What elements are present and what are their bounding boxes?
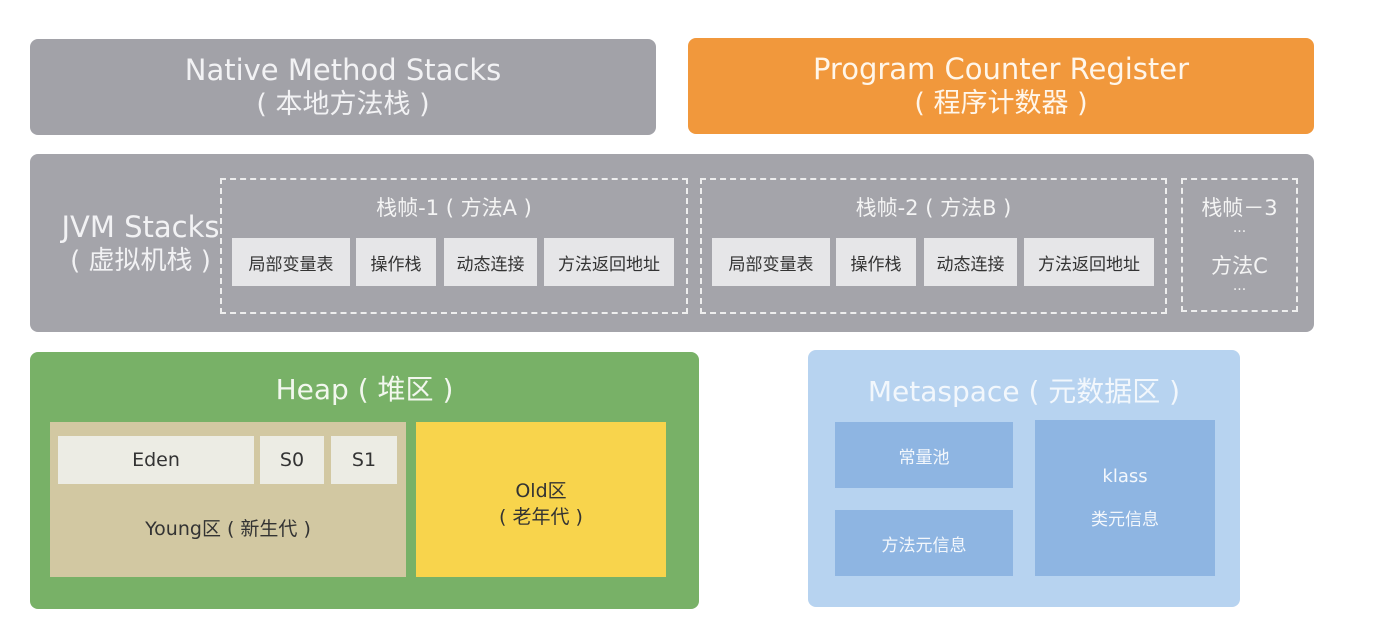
constant-pool-label: 常量池 [898, 447, 950, 468]
heap-title: Heap ( 堆区 ) [275, 373, 454, 406]
native-method-stacks-subtitle: ( 本地方法栈 ) [256, 89, 430, 120]
stack-frame-2: 栈帧-2 ( 方法B ) 局部变量表 操作栈 动态连接 方法返回地址 [700, 178, 1167, 314]
local-variable-table: 局部变量表 [712, 238, 830, 286]
program-counter-register-title: Program Counter Register [812, 52, 1190, 86]
jvm-stacks-subtitle: ( 虚拟机栈 ) [70, 246, 211, 276]
method-metadata-label: 方法元信息 [881, 535, 967, 556]
klass-metadata: klass 类元信息 [1035, 420, 1215, 576]
operand-stack: 操作栈 [836, 238, 916, 286]
jvm-stacks-box: JVM Stacks ( 虚拟机栈 ) 栈帧-1 ( 方法A ) 局部变量表 操… [30, 154, 1314, 332]
operand-stack: 操作栈 [356, 238, 436, 286]
constant-pool: 常量池 [835, 422, 1013, 488]
young-generation: Eden S0 S1 Young区 ( 新生代 ) [50, 422, 406, 577]
young-generation-label: Young区 ( 新生代 ) [145, 518, 311, 540]
dynamic-linking: 动态连接 [444, 238, 537, 286]
return-address: 方法返回地址 [544, 238, 674, 286]
local-variable-table: 局部变量表 [232, 238, 350, 286]
eden-space: Eden [58, 436, 254, 484]
stack-frame-3-title: 栈帧－3 [1201, 196, 1278, 220]
stack-frame-3-ellipsis-bottom: ... [1232, 278, 1247, 294]
stack-frame-3-method: 方法C [1211, 254, 1268, 278]
old-generation-sublabel: ( 老年代 ) [499, 506, 583, 528]
klass-label: klass [1102, 466, 1148, 487]
old-generation-label: Old区 [515, 480, 567, 502]
program-counter-register-box: Program Counter Register ( 程序计数器 ) [688, 38, 1314, 134]
klass-info-label: 类元信息 [1091, 510, 1159, 530]
stack-frame-1: 栈帧-1 ( 方法A ) 局部变量表 操作栈 动态连接 方法返回地址 [220, 178, 688, 314]
jvm-stacks-label: JVM Stacks ( 虚拟机栈 ) [38, 210, 243, 278]
program-counter-register-subtitle: ( 程序计数器 ) [914, 88, 1088, 119]
dynamic-linking: 动态连接 [924, 238, 1017, 286]
old-generation: Old区 ( 老年代 ) [416, 422, 666, 577]
survivor-s0: S0 [260, 436, 324, 484]
return-address: 方法返回地址 [1024, 238, 1154, 286]
metaspace-box: Metaspace ( 元数据区 ) 常量池 方法元信息 klass 类元信息 [808, 350, 1240, 607]
jvm-stacks-title: JVM Stacks [61, 210, 220, 244]
stack-frame-3: 栈帧－3 ... 方法C ... [1181, 178, 1298, 312]
stack-frame-1-title: 栈帧-1 ( 方法A ) [376, 196, 532, 220]
stack-frame-2-title: 栈帧-2 ( 方法B ) [855, 196, 1012, 220]
native-method-stacks-title: Native Method Stacks [184, 53, 502, 87]
method-metadata: 方法元信息 [835, 510, 1013, 576]
native-method-stacks-box: Native Method Stacks ( 本地方法栈 ) [30, 39, 656, 135]
metaspace-title: Metaspace ( 元数据区 ) [867, 375, 1181, 408]
heap-box: Heap ( 堆区 ) Eden S0 S1 Young区 ( 新生代 ) Ol… [30, 352, 699, 609]
stack-frame-3-ellipsis-top: ... [1232, 220, 1247, 236]
survivor-s1: S1 [331, 436, 397, 484]
